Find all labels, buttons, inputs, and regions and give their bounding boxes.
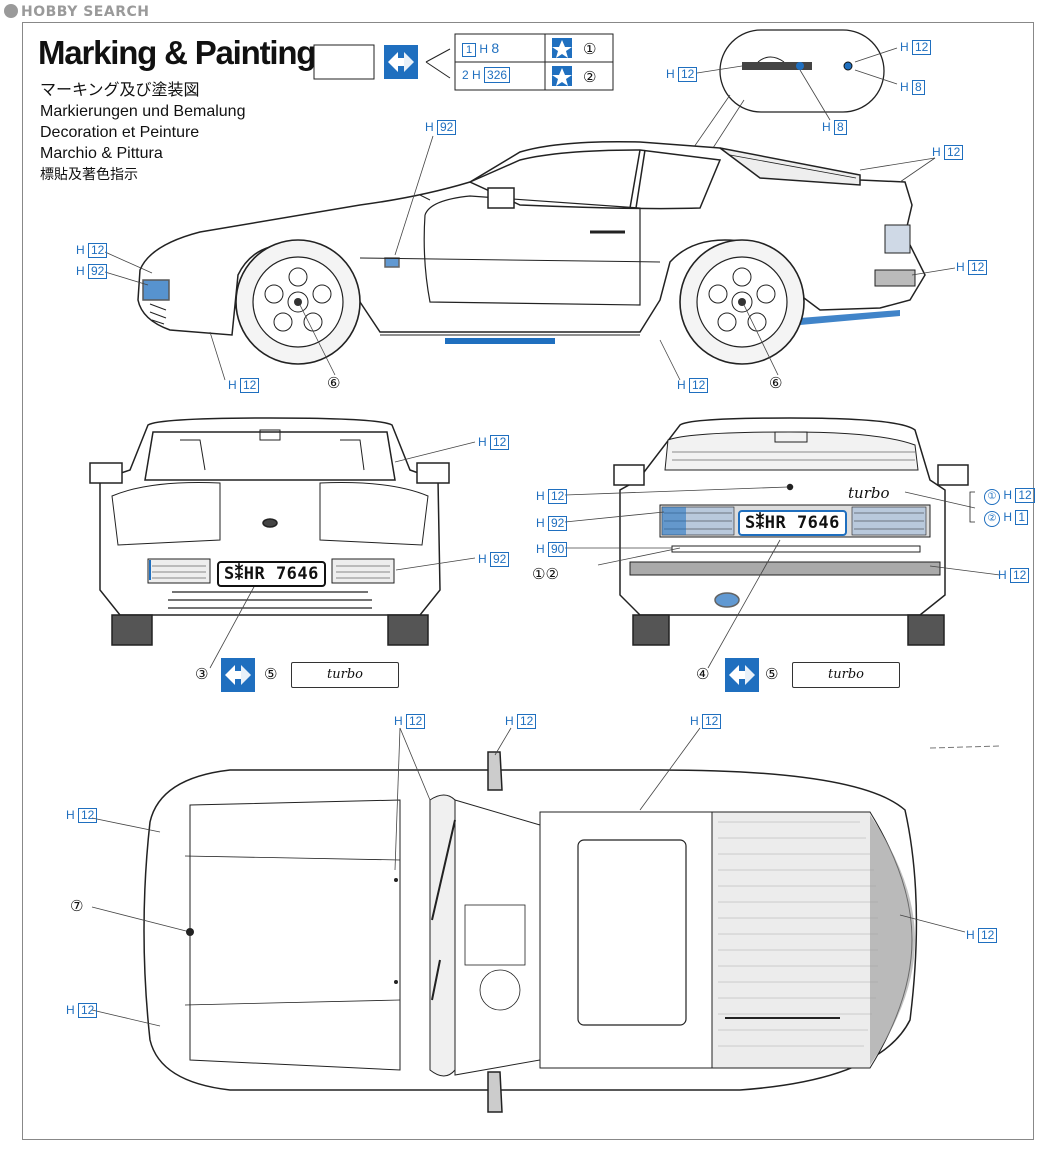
legend-swatch-box — [313, 44, 375, 80]
side-h12-roof: H 12 — [932, 145, 964, 160]
sill-stripe — [445, 338, 555, 344]
side-view — [137, 140, 926, 344]
rear-bracket-2: ② H 1 — [984, 510, 1029, 527]
detail-h8-right: H 8 — [900, 80, 925, 95]
front-decal-3: ③ — [195, 665, 209, 683]
front-arrow-icon — [221, 658, 255, 692]
front-license-plate: S⁑HR 7646 — [217, 561, 326, 587]
legend-arrow-icon — [384, 45, 418, 79]
front-decal-5: ⑤ — [264, 665, 278, 683]
legend-row-2: 2 H 326 — [462, 67, 511, 83]
top-h12-left-bottom: H 12 — [66, 1003, 98, 1018]
top-decal-7: ⑦ — [70, 897, 84, 915]
side-h92-top: H 92 — [425, 120, 457, 135]
rear-diffuser-blue — [800, 310, 900, 325]
side-decal-6-rear: ⑥ — [769, 374, 783, 392]
side-h12-rear: H 12 — [956, 260, 988, 275]
side-h12-sill-front: H 12 — [228, 378, 260, 393]
top-h12-c: H 12 — [690, 714, 722, 729]
front-turbo-decal: turbo — [291, 662, 399, 688]
side-rear-wheel — [679, 239, 805, 365]
watermark: HOBBY SEARCH — [4, 4, 149, 20]
top-view — [143, 751, 918, 1113]
rear-h92: H 92 — [536, 516, 568, 531]
subtitle-japanese: マーキング及び塗装図 — [40, 82, 200, 99]
legend-star-icon-2 — [552, 68, 572, 86]
front-view — [89, 417, 450, 646]
rear-h12-top: H 12 — [536, 489, 568, 504]
rear-bracket-1: ① H 12 — [984, 488, 1035, 505]
subtitle-french: Decoration et Peinture — [40, 124, 200, 141]
legend-row-1: 1 H 8 — [462, 40, 499, 57]
sunroof — [577, 839, 687, 1026]
side-h92-front: H 92 — [76, 264, 108, 279]
legend-star-icon-1 — [552, 40, 572, 58]
legend-decal-1: ① — [583, 40, 597, 58]
subtitle-german: Markierungen und Bemalung — [40, 103, 246, 120]
rear-turbo-decal: turbo — [792, 662, 900, 688]
legend-decal-2: ② — [583, 68, 597, 86]
rear-turbo-badge: turbo — [848, 484, 890, 502]
side-h12-front: H 12 — [76, 243, 108, 258]
rear-h12-bottom: H 12 — [998, 568, 1030, 583]
rear-decal-5: ⑤ — [765, 665, 779, 683]
detail-h8-bottom: H 8 — [822, 120, 847, 135]
rear-decal-1-2: ①② — [532, 565, 559, 583]
front-lamp-blue — [142, 279, 170, 301]
rear-decal-4: ④ — [696, 665, 710, 683]
side-h12-sill-rear: H 12 — [677, 378, 709, 393]
rear-arrow-icon — [725, 658, 759, 692]
top-badge — [186, 928, 194, 936]
rear-license-plate: S⁑HR 7646 — [738, 510, 847, 536]
side-decal-6-front: ⑥ — [327, 374, 341, 392]
detail-oval — [719, 29, 885, 113]
detail-h12-left: H 12 — [666, 67, 698, 82]
watermark-logo-icon — [4, 4, 18, 18]
front-h12-top: H 12 — [478, 435, 510, 450]
exhaust-tip — [714, 592, 740, 608]
top-h12-b: H 12 — [505, 714, 537, 729]
top-h12-left-top: H 12 — [66, 808, 98, 823]
top-h12-a: H 12 — [394, 714, 426, 729]
page-frame — [22, 22, 1034, 1140]
rear-h90: H 90 — [536, 542, 568, 557]
subtitle-italian: Marchio & Pittura — [40, 145, 163, 162]
side-marker — [384, 257, 400, 268]
detail-h12-right: H 12 — [900, 40, 932, 55]
subtitle-chinese: 標貼及著色指示 — [40, 166, 138, 182]
page-title: Marking & Painting — [38, 34, 316, 71]
top-h12-rear: H 12 — [966, 928, 998, 943]
front-h92-side: H 92 — [478, 552, 510, 567]
side-front-wheel — [235, 239, 361, 365]
